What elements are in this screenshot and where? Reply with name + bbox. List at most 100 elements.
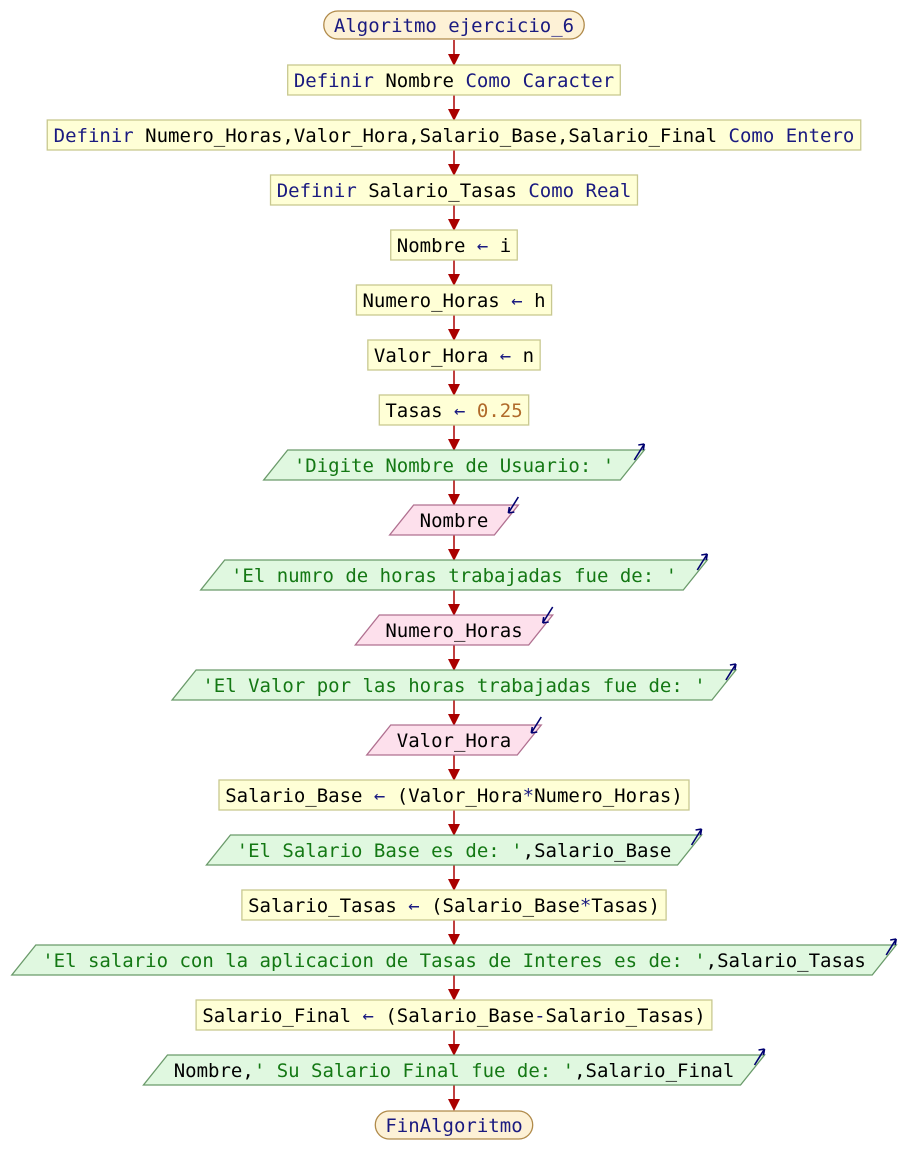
label-token: Definir: [277, 180, 369, 202]
node-label: Definir Salario_Tasas Como Real: [277, 180, 632, 202]
output-arrow-icon: [696, 553, 709, 571]
node-label: Numero_Horas: [385, 620, 522, 642]
label-token: ←: [362, 1005, 385, 1027]
label-token: *: [523, 785, 534, 807]
label-token: (Salario_Base: [431, 895, 580, 917]
label-token: n: [523, 345, 534, 367]
node-label: Nombre ← i: [397, 235, 511, 257]
terminal-shape: [323, 10, 585, 40]
node-process: Definir Salario_Tasas Como Real: [269, 174, 639, 206]
label-token: -: [534, 1005, 545, 1027]
node-process: Definir Numero_Horas,Valor_Hora,Salario_…: [46, 119, 862, 151]
label-token: ←: [511, 290, 534, 312]
node-output: 'El Valor por las horas trabajadas fue d…: [170, 663, 738, 701]
label-token: Valor_Hora: [397, 730, 511, 752]
label-token: (Valor_Hora: [397, 785, 523, 807]
label-token: Salario_Tasas: [368, 180, 528, 202]
label-token: h: [534, 290, 545, 312]
label-token: ,Salario_Final: [574, 1060, 734, 1082]
process-shape: [367, 339, 541, 371]
output-shape: [205, 834, 703, 866]
label-token: 'El numro de horas trabajadas fue de: ': [231, 565, 677, 587]
label-token: Nombre: [397, 235, 477, 257]
label-token: Salario_Tasas: [248, 895, 408, 917]
node-label: 'El Salario Base es de: ',Salario_Base: [237, 840, 672, 862]
label-token: Como Caracter: [465, 70, 614, 92]
input-shape: [365, 724, 543, 756]
output-shape: [170, 669, 738, 701]
output-shape: [10, 944, 898, 976]
process-shape: [390, 229, 518, 261]
label-token: Definir: [294, 70, 386, 92]
node-input: Nombre: [388, 496, 520, 536]
label-token: Definir: [54, 125, 146, 147]
process-shape: [218, 779, 690, 811]
output-arrow-icon: [753, 1048, 766, 1066]
node-process: Salario_Tasas ← (Salario_Base*Tasas): [241, 889, 667, 921]
terminal-shape: [374, 1110, 534, 1140]
label-token: Tasas): [591, 895, 660, 917]
output-arrow-icon: [690, 828, 703, 846]
output-arrow-icon: [725, 663, 737, 681]
node-label: Nombre: [420, 510, 489, 532]
node-label: 'El numro de horas trabajadas fue de: ': [231, 565, 677, 587]
node-process: Numero_Horas ← h: [355, 284, 553, 316]
process-shape: [355, 284, 553, 316]
node-process: Nombre ← i: [390, 229, 518, 261]
label-token: Nombre,: [174, 1060, 254, 1082]
label-token: (Salario_Base: [385, 1005, 534, 1027]
node-output: 'El Salario Base es de: ',Salario_Base: [205, 828, 703, 866]
process-shape: [378, 394, 530, 426]
node-label: 'El Valor por las horas trabajadas fue d…: [202, 675, 705, 697]
label-token: Como Entero: [729, 125, 855, 147]
process-shape: [241, 889, 667, 921]
label-token: 'El salario con la aplicacion de Tasas d…: [42, 950, 705, 972]
label-token: Salario_Base: [225, 785, 374, 807]
label-token: *: [580, 895, 591, 917]
label-token: ←: [374, 785, 397, 807]
input-shape: [388, 504, 520, 536]
process-shape: [46, 119, 862, 151]
label-token: Numero_Horas: [362, 290, 511, 312]
node-input: Valor_Hora: [365, 716, 543, 756]
node-output: 'El numro de horas trabajadas fue de: ': [199, 553, 709, 591]
node-label: Algoritmo ejercicio_6: [334, 15, 574, 37]
label-token: Salario_Final: [202, 1005, 362, 1027]
node-label: FinAlgoritmo: [385, 1115, 522, 1137]
node-terminal: Algoritmo ejercicio_6: [323, 10, 585, 40]
label-token: ,Salario_Tasas: [706, 950, 866, 972]
node-label: Salario_Tasas ← (Salario_Base*Tasas): [248, 895, 660, 917]
process-shape: [287, 64, 621, 96]
node-process: Salario_Base ← (Valor_Hora*Numero_Horas): [218, 779, 690, 811]
input-arrow-icon: [507, 496, 520, 514]
node-label: Salario_Base ← (Valor_Hora*Numero_Horas): [225, 785, 683, 807]
node-label: Nombre,' Su Salario Final fue de: ',Sala…: [174, 1060, 735, 1082]
node-label: Tasas ← 0.25: [385, 400, 522, 422]
label-token: 'Digite Nombre de Usuario: ': [294, 455, 614, 477]
node-terminal: FinAlgoritmo: [374, 1110, 534, 1140]
label-token: Nombre: [385, 70, 465, 92]
label-token: 'El Valor por las horas trabajadas fue d…: [202, 675, 705, 697]
label-token: ←: [477, 235, 500, 257]
label-token: ,Salario_Base: [523, 840, 672, 862]
label-token: Tasas: [385, 400, 454, 422]
node-label: Valor_Hora: [397, 730, 511, 752]
process-shape: [195, 999, 713, 1031]
output-shape: [199, 559, 709, 591]
node-process: Salario_Final ← (Salario_Base-Salario_Ta…: [195, 999, 713, 1031]
label-token: 0.25: [477, 400, 523, 422]
label-token: FinAlgoritmo: [385, 1115, 522, 1137]
node-output: 'Digite Nombre de Usuario: ': [262, 443, 646, 481]
label-token: Numero_Horas): [534, 785, 683, 807]
label-token: Valor_Hora: [374, 345, 500, 367]
process-shape: [269, 174, 639, 206]
label-token: ' Su Salario Final fue de: ': [254, 1060, 574, 1082]
label-token: 'El Salario Base es de: ': [237, 840, 523, 862]
node-label: Definir Nombre Como Caracter: [294, 70, 614, 92]
node-output: 'El salario con la aplicacion de Tasas d…: [10, 938, 898, 976]
label-token: ←: [500, 345, 523, 367]
input-shape: [353, 614, 555, 646]
label-token: Nombre: [420, 510, 489, 532]
node-label: 'Digite Nombre de Usuario: ': [294, 455, 614, 477]
node-process: Tasas ← 0.25: [378, 394, 530, 426]
